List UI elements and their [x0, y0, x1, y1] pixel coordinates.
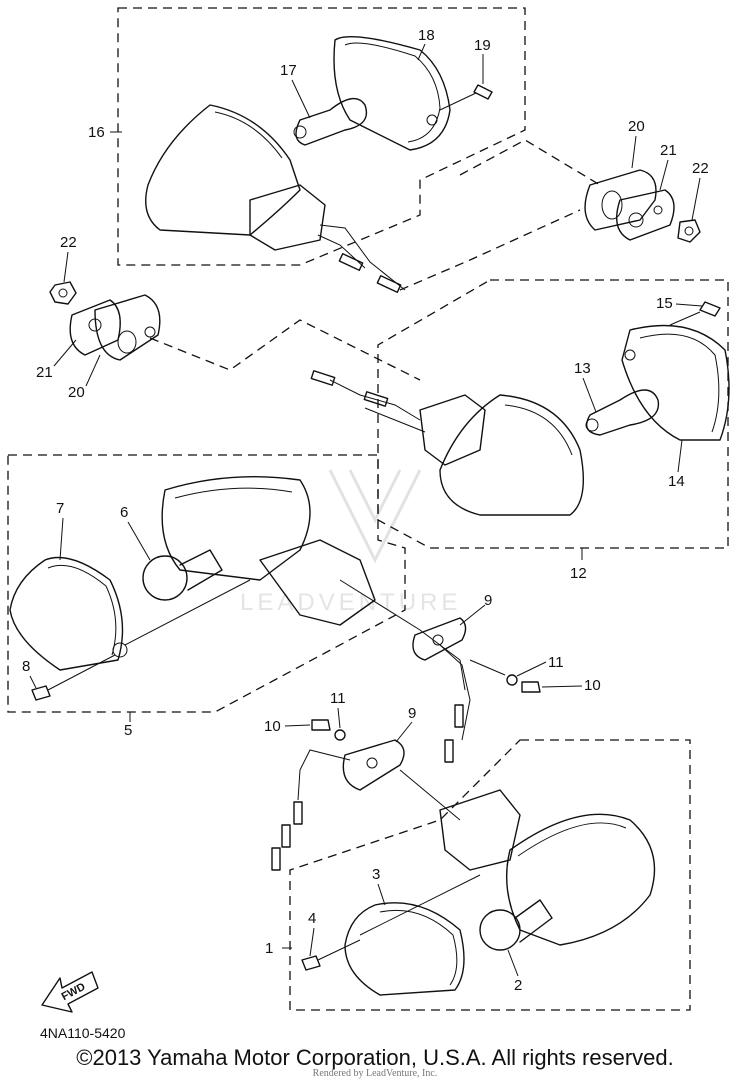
callout-8: 8: [22, 658, 30, 675]
forward-direction-arrow: FWD: [41, 971, 99, 1013]
bulb-6: [142, 549, 223, 601]
washer-11-upper: [506, 674, 518, 686]
callout-20-right: 20: [628, 118, 645, 135]
gasket-plate-9-lower: [342, 739, 405, 791]
callout-17: 17: [280, 62, 297, 79]
screw-10-upper: [521, 681, 541, 693]
housing-16: [145, 104, 406, 293]
damper-21-left: [69, 299, 121, 356]
bracket-20-left: [94, 294, 161, 361]
watermark-text: LEADVENTURE: [240, 589, 461, 616]
screw-15: [669, 301, 721, 326]
group-box-12: [377, 279, 729, 549]
screw-8: [31, 654, 116, 701]
callout-15: 15: [656, 295, 673, 312]
washer-11-lower: [334, 729, 346, 741]
callout-9-upper: 9: [484, 592, 492, 609]
callout-11-lower: 11: [330, 690, 346, 707]
lens-14: [621, 324, 730, 441]
callout-20-left: 20: [68, 384, 85, 401]
screw-4: [301, 939, 361, 971]
callout-10-lower: 10: [264, 718, 281, 735]
nut-22-right: [677, 219, 701, 243]
callout-11-upper: 11: [548, 654, 564, 671]
group-box-5: [7, 454, 406, 713]
callout-1: 1: [265, 940, 273, 957]
callout-21-left: 21: [36, 364, 53, 381]
callout-13: 13: [574, 360, 591, 377]
housing-1: [439, 789, 656, 946]
bulb-2: [479, 899, 553, 951]
callout-4: 4: [308, 910, 316, 927]
callout-3: 3: [372, 866, 380, 883]
copyright-notice: ©2013 Yamaha Motor Corporation, U.S.A. A…: [76, 1045, 674, 1070]
diagram-part-code: 4NA110-5420: [40, 1025, 126, 1041]
group-box-16: [117, 7, 526, 266]
bulb-17: [293, 97, 368, 146]
screw-19: [439, 84, 493, 111]
lens-18: [333, 36, 451, 151]
callout-22-right: 22: [692, 160, 709, 177]
housing-12: [310, 370, 585, 516]
rendered-by-credit: Rendered by LeadVenture, Inc.: [312, 1068, 438, 1079]
callout-18: 18: [418, 27, 435, 44]
fwd-label: FWD: [60, 981, 88, 1003]
callout-21-right: 21: [660, 142, 677, 159]
nut-22-left: [49, 281, 77, 305]
callout-14: 14: [668, 473, 685, 490]
lens-7: [9, 556, 128, 671]
screw-10-lower: [311, 719, 331, 731]
damper-21-right: [616, 189, 675, 241]
callout-22-left: 22: [60, 234, 77, 251]
callouts: 18 19 17 16 20 21 22 22 21 20 15 13 14 1…: [22, 27, 709, 994]
bracket-20-right: [584, 169, 657, 231]
callout-7: 7: [56, 500, 64, 517]
watermark-logo: LEADVENTURE: [240, 469, 461, 616]
callout-19: 19: [474, 37, 491, 54]
callout-10-upper: 10: [584, 677, 601, 694]
lens-3: [344, 902, 465, 996]
callout-16: 16: [88, 124, 105, 141]
bulb-13: [585, 389, 660, 436]
callout-6: 6: [120, 504, 128, 521]
callout-12: 12: [570, 565, 587, 582]
group-box-1: [289, 739, 691, 1011]
gasket-plate-9-upper: [412, 617, 471, 763]
callout-5: 5: [124, 722, 132, 739]
callout-9-lower: 9: [408, 705, 416, 722]
callout-2: 2: [514, 977, 522, 994]
